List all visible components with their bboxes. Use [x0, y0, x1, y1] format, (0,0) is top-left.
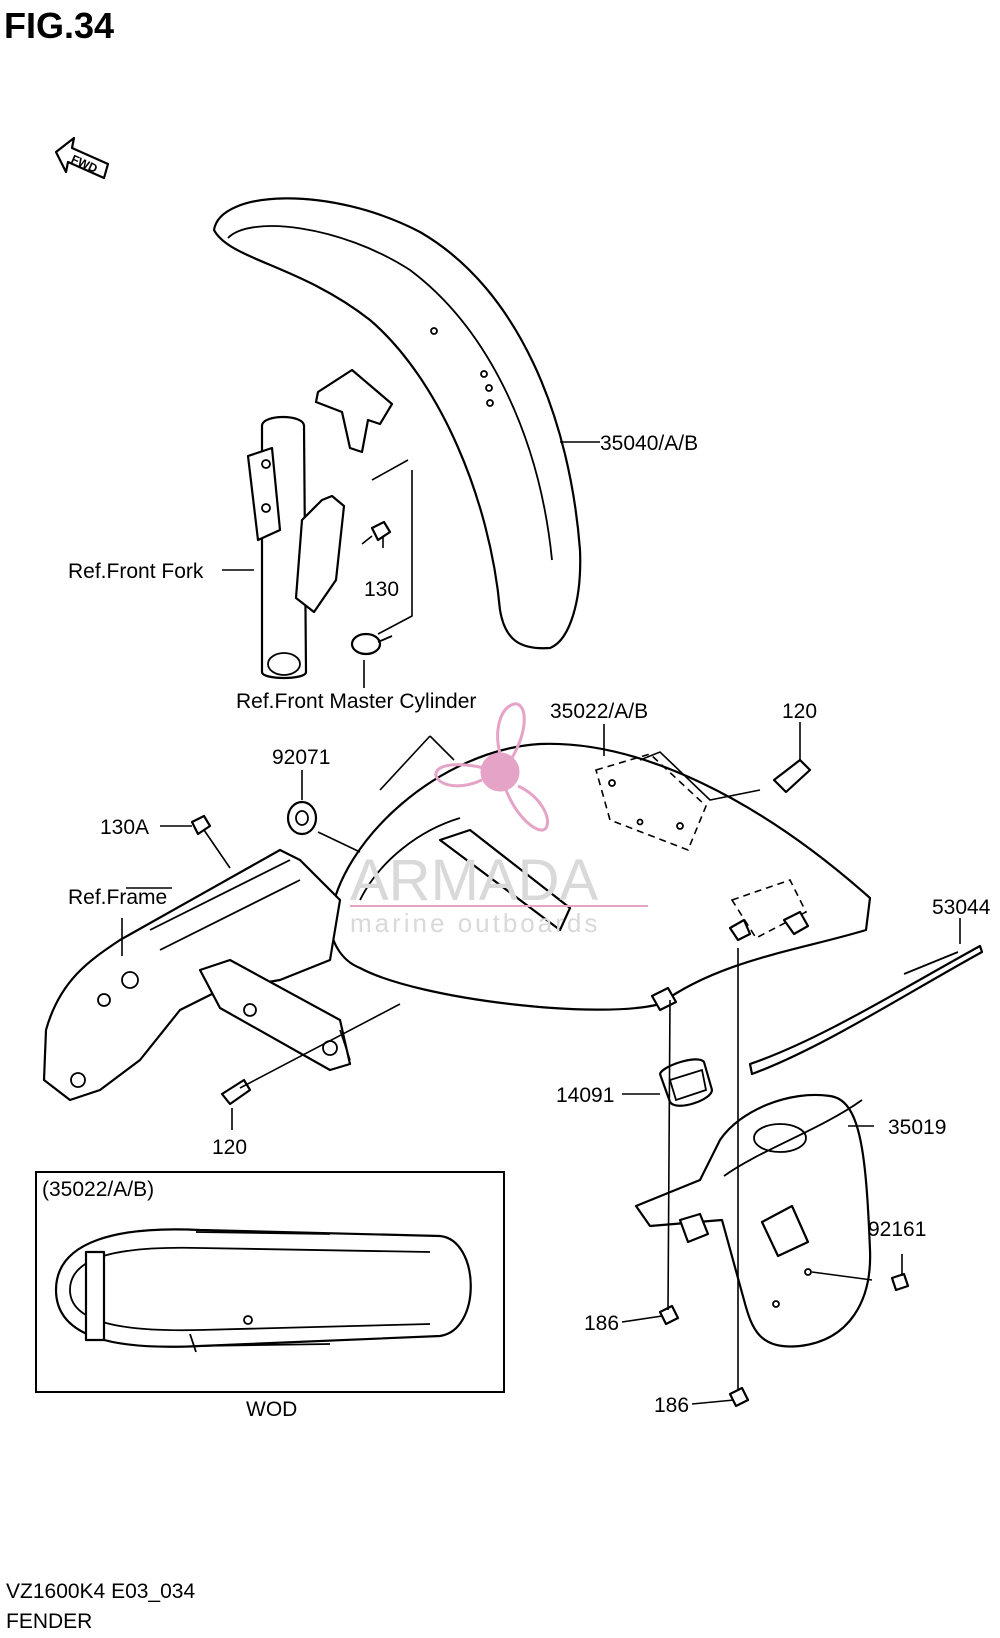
leader-lines: [121, 441, 961, 1405]
armada-watermark: ARMADA marine outboards: [350, 702, 648, 938]
callout-186-upper: 186: [584, 1312, 619, 1335]
callout-130: 130: [364, 578, 399, 601]
front-fork: [246, 416, 346, 680]
model-code: VZ1600K4 E03_034: [6, 1580, 195, 1603]
callout-35040: 35040/A/B: [600, 432, 698, 455]
watermark-brand: ARMADA: [350, 848, 598, 913]
callout-front-fork: Ref.Front Fork: [68, 560, 204, 583]
callout-front-master-cylinder: Ref.Front Master Cylinder: [236, 690, 476, 713]
callout-35019: 35019: [888, 1116, 946, 1139]
figure-title: FIG.34: [4, 5, 114, 46]
bolt-130a: [190, 814, 231, 869]
section-name: FENDER: [6, 1610, 92, 1633]
callout-120-bottom: 120: [212, 1136, 247, 1159]
bolt-120-top: [772, 758, 812, 794]
callout-frame: Ref.Frame: [68, 886, 167, 909]
inset-header: (35022/A/B): [42, 1178, 154, 1201]
callout-92071: 92071: [272, 746, 330, 769]
callout-120-top: 120: [782, 700, 817, 723]
nut-186-lower: [728, 1386, 750, 1408]
callout-92161: 92161: [868, 1218, 926, 1241]
inset-box: (35022/A/B) WOD: [35, 1171, 505, 1421]
bolt-130: [361, 520, 392, 545]
master-cylinder-clamp: [350, 632, 393, 656]
fwd-arrow-icon: FWD: [54, 136, 110, 180]
cover-14091: [658, 1058, 714, 1107]
rear-fender: [328, 742, 872, 1012]
watermark-tagline: marine outboards: [350, 908, 600, 938]
callout-186-lower: 186: [654, 1394, 689, 1417]
callout-130a: 130A: [100, 816, 149, 839]
inset-caption: WOD: [246, 1398, 297, 1421]
bolt-120-bottom: [220, 1078, 252, 1106]
cushion-92071: [286, 800, 318, 836]
front-fender: [212, 197, 582, 650]
stud-92161: [890, 1272, 910, 1292]
frame: [42, 848, 352, 1102]
nut-186-upper: [658, 1304, 680, 1326]
propeller-logo-icon: [434, 702, 549, 832]
callout-14091: 14091: [556, 1084, 614, 1107]
tape-53044: [748, 944, 984, 1076]
callout-35022: 35022/A/B: [550, 700, 648, 723]
fwd-label: FWD: [69, 152, 100, 176]
callout-53044: 53044: [932, 896, 991, 919]
